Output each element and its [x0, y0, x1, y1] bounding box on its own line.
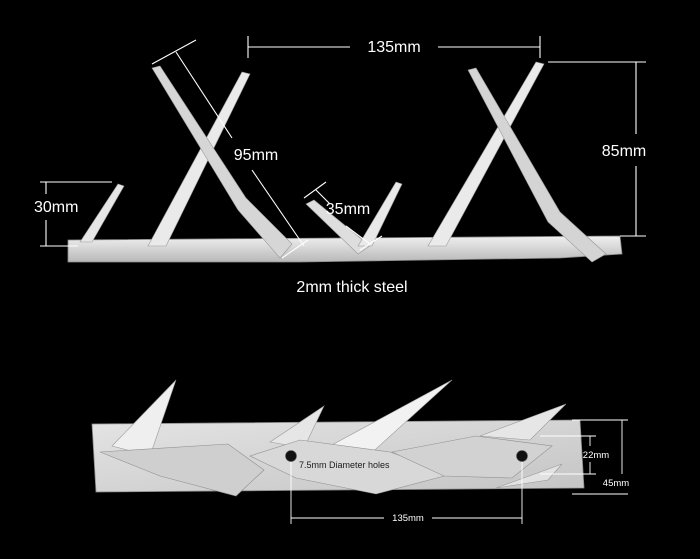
bottom-dimensions — [290, 419, 628, 524]
middle-spike-b — [357, 181, 403, 247]
holes-label: 7.5mm Diameter holes — [299, 460, 390, 470]
material-label: 2mm thick steel — [296, 279, 407, 296]
x-spike-left-b — [151, 65, 293, 259]
small-spike-label: 35mm — [326, 201, 370, 218]
plate-wing-left — [99, 443, 265, 497]
bottom-view-spike-strip — [91, 379, 585, 497]
mounting-hole-right — [516, 450, 528, 462]
top-width-label: 135mm — [367, 39, 420, 56]
plate-spike-4 — [479, 403, 567, 441]
bottom-labels: 7.5mm Diameter holes 135mm 22mm 45mm — [299, 450, 629, 524]
x-spike-left-a — [147, 71, 251, 247]
top-labels: 135mm 85mm 95mm 35mm 30mm 2mm thick stee… — [34, 39, 646, 296]
top-dimensions — [40, 36, 646, 259]
top-height-label: 85mm — [602, 143, 646, 160]
plate-wing-right — [391, 435, 553, 479]
top-view-spike-strip — [67, 61, 623, 263]
mounting-hole-left — [285, 450, 297, 462]
end-spike-label: 30mm — [34, 199, 78, 216]
outer-height-label: 45mm — [603, 478, 629, 489]
x-spike-right-b — [467, 67, 607, 263]
end-spike — [79, 183, 125, 243]
diagonal-length-label: 95mm — [234, 147, 278, 164]
inner-height-label: 22mm — [583, 450, 609, 461]
hole-spacing-label: 135mm — [392, 513, 424, 524]
